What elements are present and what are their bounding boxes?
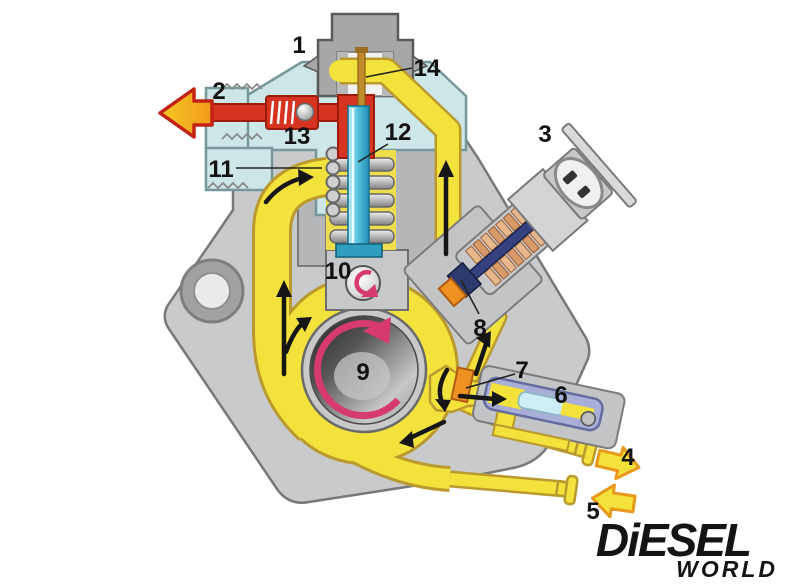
callout-11: 11 bbox=[208, 156, 233, 183]
solenoid-valve bbox=[403, 123, 637, 345]
supply-in-arrow bbox=[590, 483, 637, 519]
transfer-valve-bracket-h bbox=[491, 423, 571, 453]
fill-port-spring bbox=[325, 146, 341, 218]
callout-14: 14 bbox=[414, 55, 441, 82]
thread-marks-bottom bbox=[221, 132, 263, 141]
callout-4: 4 bbox=[621, 444, 635, 471]
logo-line-2: WORLD bbox=[676, 556, 778, 582]
callout-13: 13 bbox=[284, 123, 311, 150]
control-rod-cap bbox=[355, 47, 368, 53]
cam-rotation-arrow bbox=[314, 320, 401, 420]
connector-oval bbox=[553, 156, 604, 210]
callout-3: 3 bbox=[538, 121, 551, 148]
roller-rotation-arrowhead bbox=[361, 284, 378, 297]
transfer-valve bbox=[450, 365, 626, 453]
cap-wing-left bbox=[302, 54, 319, 74]
callout-6: 6 bbox=[554, 382, 567, 409]
callout-12: 12 bbox=[385, 119, 412, 146]
solenoid-coils bbox=[464, 199, 555, 287]
transfer-valve-end-plug bbox=[580, 410, 597, 427]
cam-highlight bbox=[334, 352, 390, 400]
inlet-pipe-cap bbox=[554, 474, 579, 506]
pump-plunger bbox=[347, 105, 370, 247]
callout-7: 7 bbox=[515, 357, 528, 384]
brand-logo: DiESEL WORLD bbox=[596, 514, 778, 582]
housing-lower-tab bbox=[204, 146, 274, 192]
plunger-foot bbox=[335, 243, 383, 258]
leader-lines bbox=[236, 67, 516, 389]
cam-rotation-arrowhead bbox=[363, 317, 391, 344]
return-out-arrow bbox=[594, 445, 641, 481]
connector-pin-1 bbox=[562, 170, 578, 185]
inlet-pipe bbox=[449, 473, 566, 495]
callout-5: 5 bbox=[586, 498, 599, 525]
control-rod bbox=[357, 49, 366, 111]
high-pressure-out-arrow bbox=[158, 87, 214, 139]
callout-2: 2 bbox=[212, 78, 225, 105]
logo-line-1: DiESEL bbox=[596, 514, 750, 566]
thread-marks-top bbox=[221, 82, 263, 91]
cap-wing-right bbox=[412, 54, 429, 74]
callout-9: 9 bbox=[356, 359, 369, 386]
flange-hole-inner bbox=[193, 272, 231, 310]
check-valve-spring bbox=[269, 100, 296, 125]
callout-1: 1 bbox=[292, 32, 305, 59]
callout-10: 10 bbox=[325, 258, 352, 285]
check-valve-ball bbox=[295, 102, 315, 122]
connector-pin-2 bbox=[577, 185, 591, 199]
inlet-wide-gallery bbox=[324, 427, 451, 489]
callout-8: 8 bbox=[473, 315, 486, 342]
connector-flange bbox=[561, 123, 637, 208]
thread-marks-tab bbox=[207, 181, 249, 190]
metering-valve-tip bbox=[437, 276, 468, 308]
flow-arrowheads bbox=[276, 160, 507, 448]
